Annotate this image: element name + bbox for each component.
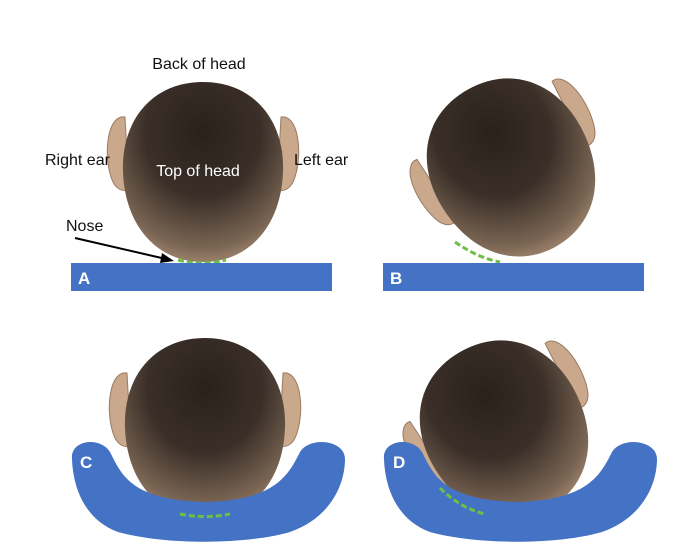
panel-b: B xyxy=(383,41,644,295)
nose-label: Nose xyxy=(66,218,103,235)
flat-surface-b xyxy=(383,263,644,291)
panel-label-c: C xyxy=(80,453,92,472)
contact-area-b xyxy=(454,240,501,264)
nose-arrow-line xyxy=(74,237,167,260)
contact-area-a xyxy=(177,258,227,265)
flat-surface-a xyxy=(71,263,332,291)
panel-d: D xyxy=(376,303,657,557)
curved-support-d xyxy=(383,442,657,542)
panel-label-d: D xyxy=(393,453,405,472)
left-ear-label: Left ear xyxy=(294,152,349,169)
contact-area-d xyxy=(438,486,486,516)
curved-support-c xyxy=(71,442,345,542)
panel-label-b: B xyxy=(390,269,402,288)
contact-area-c xyxy=(179,512,231,518)
panel-c: C xyxy=(71,337,345,542)
right-ear-label: Right ear xyxy=(45,152,111,169)
top-of-head-label: Top of head xyxy=(156,163,240,180)
head-b xyxy=(383,41,641,295)
nose-arrow-head xyxy=(160,253,174,263)
panel-label-a: A xyxy=(78,269,90,288)
panel-a: A Back of head Right ear Left ear Top of… xyxy=(45,56,349,291)
back-of-head-label: Back of head xyxy=(152,56,245,73)
